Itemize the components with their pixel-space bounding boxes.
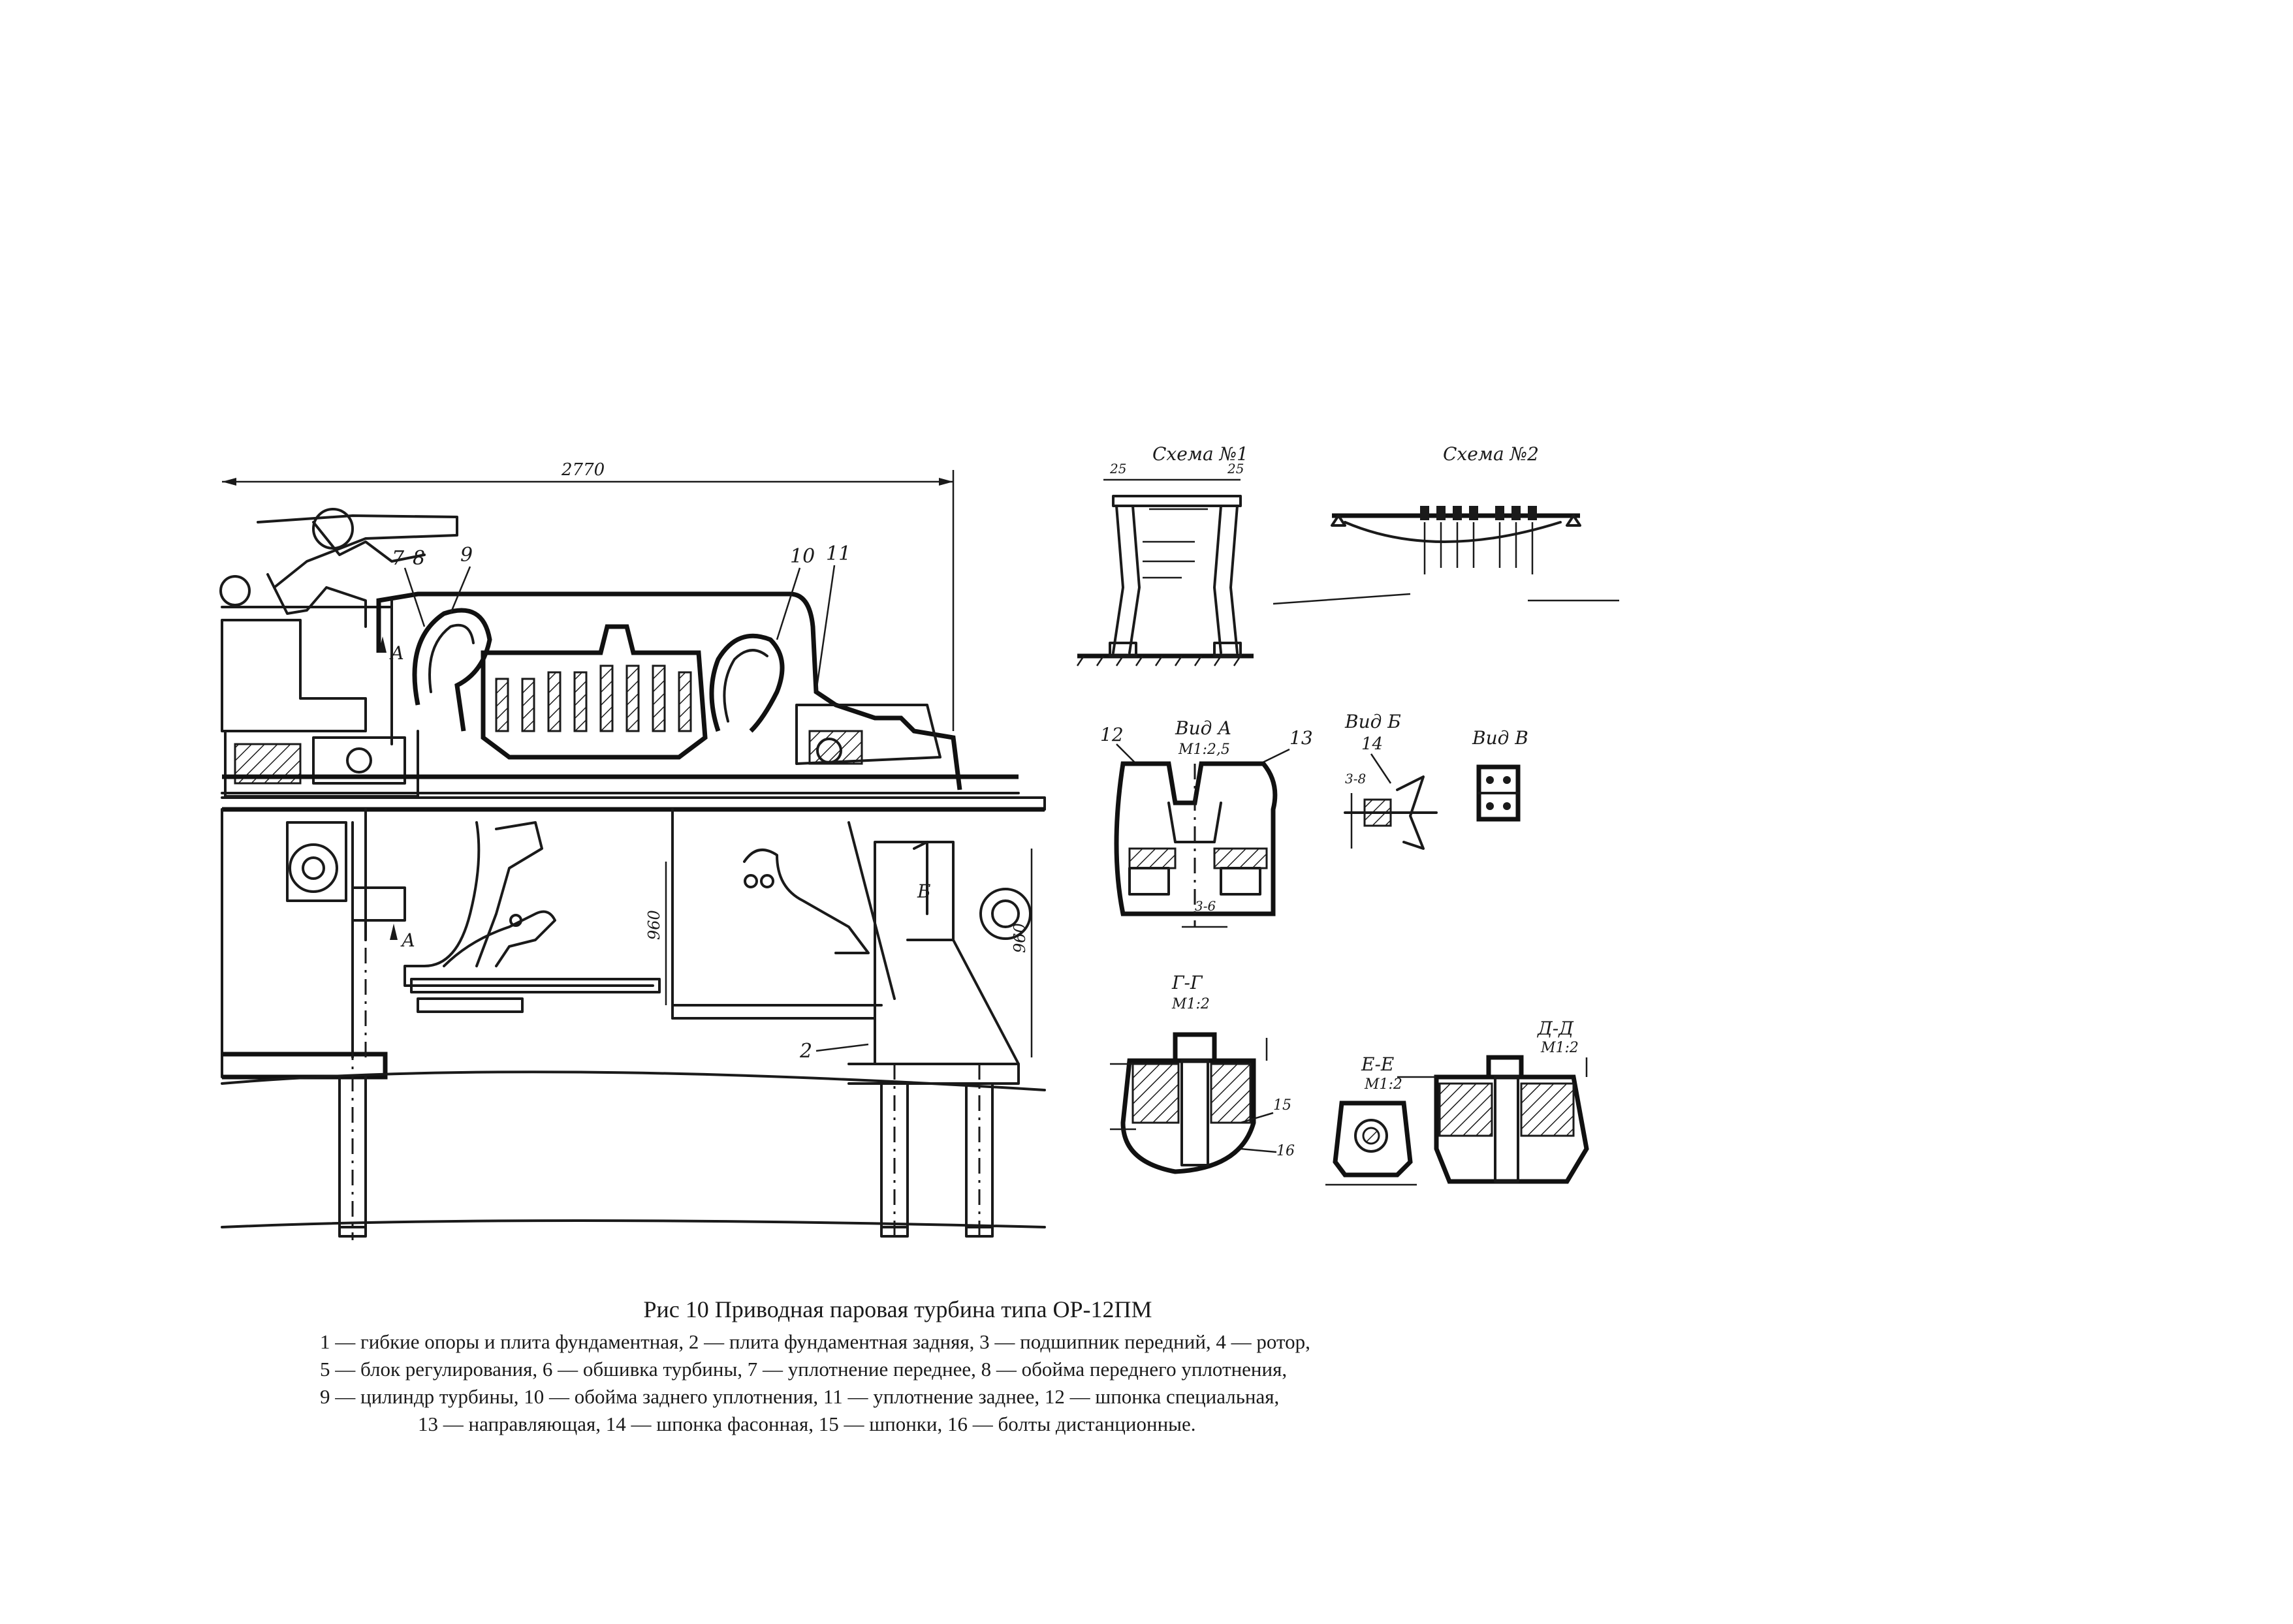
view-a-scale: М1:2,5 [1178, 742, 1230, 758]
view-a: Вид А М1:2,5 12 13 3-6 [1100, 717, 1313, 928]
view-a-title: Вид А [1175, 717, 1231, 739]
main-turbine-section: 2770 [219, 460, 1046, 1240]
view-v-title: Вид В [1472, 727, 1528, 749]
vertical-dimension-1: 960 [645, 910, 663, 940]
callout-11: 11 [826, 542, 851, 565]
scheme-2-loads [1420, 506, 1537, 574]
view-b-title: Вид Б [1344, 711, 1401, 732]
section-gg-title: Г-Г [1171, 972, 1203, 993]
legend-line-4: 13 — направляющая, 14 — шпонка фасонная,… [418, 1413, 1196, 1435]
section-ee-title: Е-Е [1361, 1054, 1394, 1075]
section-ee-scale: М1:2 [1364, 1076, 1402, 1093]
scheme-1: Схема №1 25 25 [1076, 443, 1254, 666]
scheme-1-dim-right: 25 [1227, 461, 1244, 476]
section-gg-scale: М1:2 [1171, 996, 1210, 1012]
section-g-g: Г-Г М1:2 15 16 [1110, 972, 1295, 1174]
section-e-e: Е-Е М1:2 [1325, 1054, 1417, 1186]
view-a-callout-13: 13 [1289, 727, 1313, 749]
section-gg-callout-16: 16 [1276, 1143, 1295, 1159]
section-dd-title: Д-Д [1536, 1018, 1574, 1039]
caption-title: Рис 10 Приводная паровая турбина типа ОР… [643, 1296, 1152, 1322]
view-a-dim: 3-6 [1195, 898, 1216, 914]
legend-line-3: 9 — цилиндр турбины, 10 — обойма заднего… [320, 1385, 1280, 1408]
view-b-callout-14: 14 [1361, 734, 1383, 754]
callout-9: 9 [460, 544, 473, 567]
section-d-d: Д-Д М1:2 [1397, 1018, 1589, 1184]
section-gg-callout-15: 15 [1273, 1097, 1291, 1114]
legend-line-2: 5 — блок регулирования, 6 — обшивка турб… [320, 1358, 1288, 1381]
section-mark-a-bottom: А [400, 929, 415, 951]
callout-7: 7 [392, 547, 405, 570]
view-a-callout-12: 12 [1100, 724, 1124, 745]
callout-10: 10 [790, 545, 815, 568]
anchor-bolts [338, 1044, 994, 1240]
vertical-dimension-2: 960 [1011, 923, 1029, 953]
scheme-2-title: Схема №2 [1443, 443, 1539, 465]
scheme-1-ground-hatch [1076, 655, 1242, 666]
scheme-1-title: Схема №1 [1152, 443, 1248, 465]
figure-caption: Рис 10 Приводная паровая турбина типа ОР… [320, 1296, 1515, 1438]
legend-line-1: 1 — гибкие опоры и плита фундаментная, 2… [320, 1330, 1310, 1353]
overall-dimension-label: 2770 [561, 460, 605, 480]
rotor-blades [495, 664, 692, 732]
callout-2: 2 [799, 1040, 812, 1063]
scheme-1-dim-left: 25 [1109, 461, 1126, 476]
section-dd-scale: М1:2 [1540, 1040, 1579, 1056]
view-b: Вид Б 14 3-8 [1344, 711, 1438, 850]
view-b-dim: 3-8 [1345, 771, 1366, 787]
callout-8: 8 [413, 547, 425, 570]
scheme-2: Схема №2 [1273, 443, 1619, 605]
section-mark-b: Б [917, 881, 931, 902]
view-v: Вид В [1472, 727, 1528, 822]
section-mark-a-top: А [389, 642, 404, 664]
